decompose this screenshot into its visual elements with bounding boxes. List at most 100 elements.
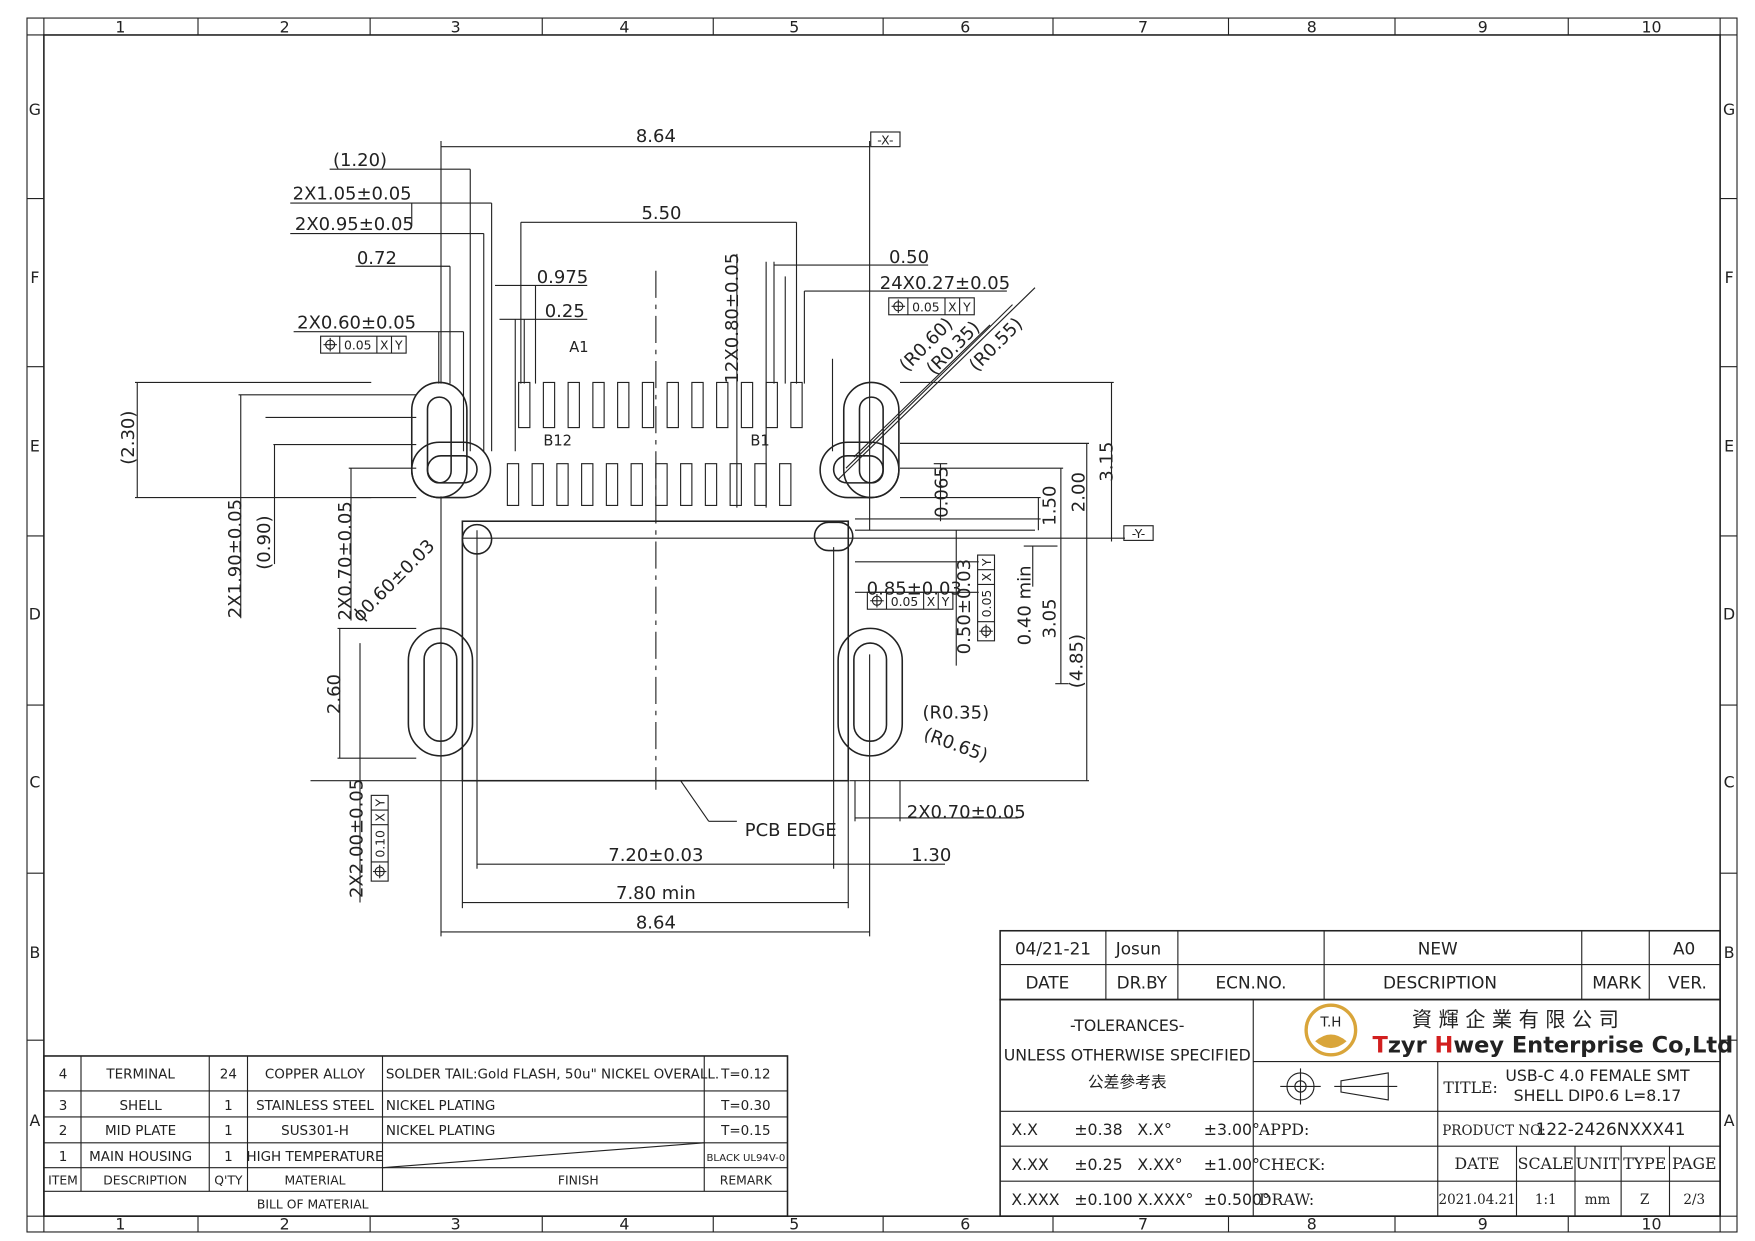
bom-cell: 2 bbox=[59, 1123, 68, 1139]
dim-h190: 2X1.90±0.05 bbox=[225, 499, 246, 618]
col-label: 10 bbox=[1641, 1215, 1661, 1234]
slot-top-left-outer bbox=[410, 381, 468, 499]
tb-date: 2021.04.21 bbox=[1439, 1192, 1516, 1208]
dim-305: 3.05 bbox=[1039, 598, 1060, 638]
pad-a bbox=[592, 381, 605, 429]
dim-050: 0.50 bbox=[889, 247, 929, 268]
tolerance-cell: X.XX bbox=[1011, 1155, 1049, 1174]
bom-cell: COPPER ALLOY bbox=[265, 1067, 366, 1083]
col-label: 7 bbox=[1138, 1215, 1148, 1234]
pad-a bbox=[518, 381, 531, 429]
pad-row-b bbox=[506, 463, 792, 506]
dim-ref485: (4.85) bbox=[1066, 634, 1087, 688]
row-labels-left: G F E D C B A bbox=[29, 100, 41, 1130]
col-label: 5 bbox=[789, 18, 799, 37]
tolerance-cell: X.X bbox=[1011, 1120, 1038, 1139]
col-label: 4 bbox=[619, 1215, 629, 1234]
pad-a bbox=[716, 381, 729, 429]
pad-a bbox=[617, 381, 630, 429]
pad-b bbox=[581, 463, 594, 506]
dim-bottom-width: 8.64 bbox=[636, 912, 676, 933]
dim-r065: (R0.65) bbox=[921, 724, 991, 767]
dim-200: 2.00 bbox=[1069, 472, 1090, 512]
rev-label: DESCRIPTION bbox=[1383, 972, 1497, 992]
check-label: CHECK: bbox=[1259, 1155, 1325, 1174]
fcf-right-mid: 0.05 X Y bbox=[866, 591, 954, 610]
tolerance-cell: ±0.500° bbox=[1204, 1190, 1270, 1209]
tolerance-cell: ±0.100 bbox=[1074, 1190, 1132, 1209]
bom-header: REMARK bbox=[720, 1173, 773, 1188]
third-angle-projection-icon bbox=[1280, 1068, 1398, 1105]
label-b12: B12 bbox=[543, 433, 572, 450]
bom-header: FINISH bbox=[558, 1173, 599, 1188]
datum-y: -Y- bbox=[1123, 525, 1154, 541]
appd-label: APPD: bbox=[1258, 1120, 1309, 1139]
row-label: A bbox=[1724, 1111, 1735, 1130]
tb-page: 2/3 bbox=[1683, 1192, 1705, 1208]
drawing-frame bbox=[26, 17, 1738, 1233]
pad-a bbox=[740, 381, 754, 429]
col-label: 8 bbox=[1307, 1215, 1317, 1234]
pad-a bbox=[641, 381, 655, 429]
bom-cell: 24 bbox=[220, 1067, 237, 1083]
dim-h070: 2X0.70±0.05 bbox=[335, 501, 356, 620]
dim-pad: 24X0.27±0.05 bbox=[880, 273, 1010, 294]
dim-w780: 7.80 min bbox=[616, 883, 696, 904]
row-label: G bbox=[1723, 100, 1735, 119]
row-label: F bbox=[30, 268, 39, 287]
bom-cell: T=0.30 bbox=[720, 1098, 771, 1114]
pad-a bbox=[691, 381, 704, 429]
row-label: B bbox=[1724, 943, 1735, 962]
column-labels-top: 1 2 3 4 5 6 7 8 9 10 bbox=[115, 18, 1661, 37]
dim-dia060: ϕ0.60±0.03 bbox=[349, 536, 440, 627]
company-logo: T.H bbox=[1304, 1003, 1358, 1057]
row-label: F bbox=[1725, 268, 1734, 287]
dim-ref090: (0.90) bbox=[254, 515, 275, 569]
rev-version: A0 bbox=[1673, 938, 1695, 958]
bom-header: DESCRIPTION bbox=[103, 1173, 187, 1188]
rev-description: NEW bbox=[1418, 938, 1458, 958]
tolerance-cell: X.X° bbox=[1137, 1120, 1171, 1139]
pad-b bbox=[556, 463, 569, 506]
rev-label: DATE bbox=[1025, 972, 1069, 992]
svg-text:Y: Y bbox=[394, 338, 403, 353]
pad-b bbox=[729, 463, 742, 506]
dim-0975: 0.975 bbox=[537, 267, 589, 288]
dim-025: 0.25 bbox=[545, 301, 585, 322]
svg-text:X: X bbox=[979, 572, 994, 581]
tb-scale: 1:1 bbox=[1535, 1192, 1557, 1208]
pad-a bbox=[666, 381, 679, 429]
fcf-vertical-right: 0.05 X Y bbox=[977, 554, 996, 642]
tolerance-cell: X.XXX bbox=[1011, 1190, 1059, 1209]
company-name-zh: 資 輝 企 業 有 限 公 司 bbox=[1412, 1008, 1619, 1032]
row-label: E bbox=[30, 436, 40, 455]
bom-cell: MID PLATE bbox=[105, 1123, 176, 1139]
tb-header: DATE bbox=[1455, 1154, 1500, 1173]
connector-footprint bbox=[407, 381, 904, 782]
rev-label: ECN.NO. bbox=[1216, 972, 1287, 992]
dim-0065: 0.065 bbox=[931, 466, 952, 518]
dim-260: 2.60 bbox=[324, 674, 345, 714]
rev-drawn-by: Josun bbox=[1115, 938, 1161, 958]
col-label: 9 bbox=[1478, 18, 1488, 37]
title-line-2: SHELL DIP0.6 L=8.17 bbox=[1514, 1086, 1682, 1105]
dim-040: 0.40 min bbox=[1015, 565, 1036, 645]
bom-header: ITEM bbox=[48, 1173, 78, 1188]
col-label: 7 bbox=[1138, 18, 1148, 37]
svg-text:0.10: 0.10 bbox=[373, 830, 388, 858]
svg-text:-X-: -X- bbox=[877, 132, 893, 147]
bom-header: MATERIAL bbox=[284, 1173, 345, 1188]
pad-b bbox=[704, 463, 718, 506]
pad-b bbox=[680, 463, 693, 506]
svg-text:-TOLERANCES-: -TOLERANCES- bbox=[1070, 1016, 1184, 1035]
dim-w105: 2X1.05±0.05 bbox=[293, 184, 412, 205]
bom-cell: SUS301-H bbox=[281, 1123, 349, 1139]
label-b1: B1 bbox=[750, 433, 769, 450]
tb-header: TYPE bbox=[1623, 1154, 1666, 1173]
rev-date: 04/21-21 bbox=[1015, 938, 1091, 958]
svg-text:公差參考表: 公差參考表 bbox=[1088, 1073, 1167, 1092]
tolerance-cell: X.XXX° bbox=[1137, 1190, 1193, 1209]
bom-cell: HIGH TEMPERATURE bbox=[247, 1149, 384, 1165]
pad-b bbox=[779, 463, 792, 506]
